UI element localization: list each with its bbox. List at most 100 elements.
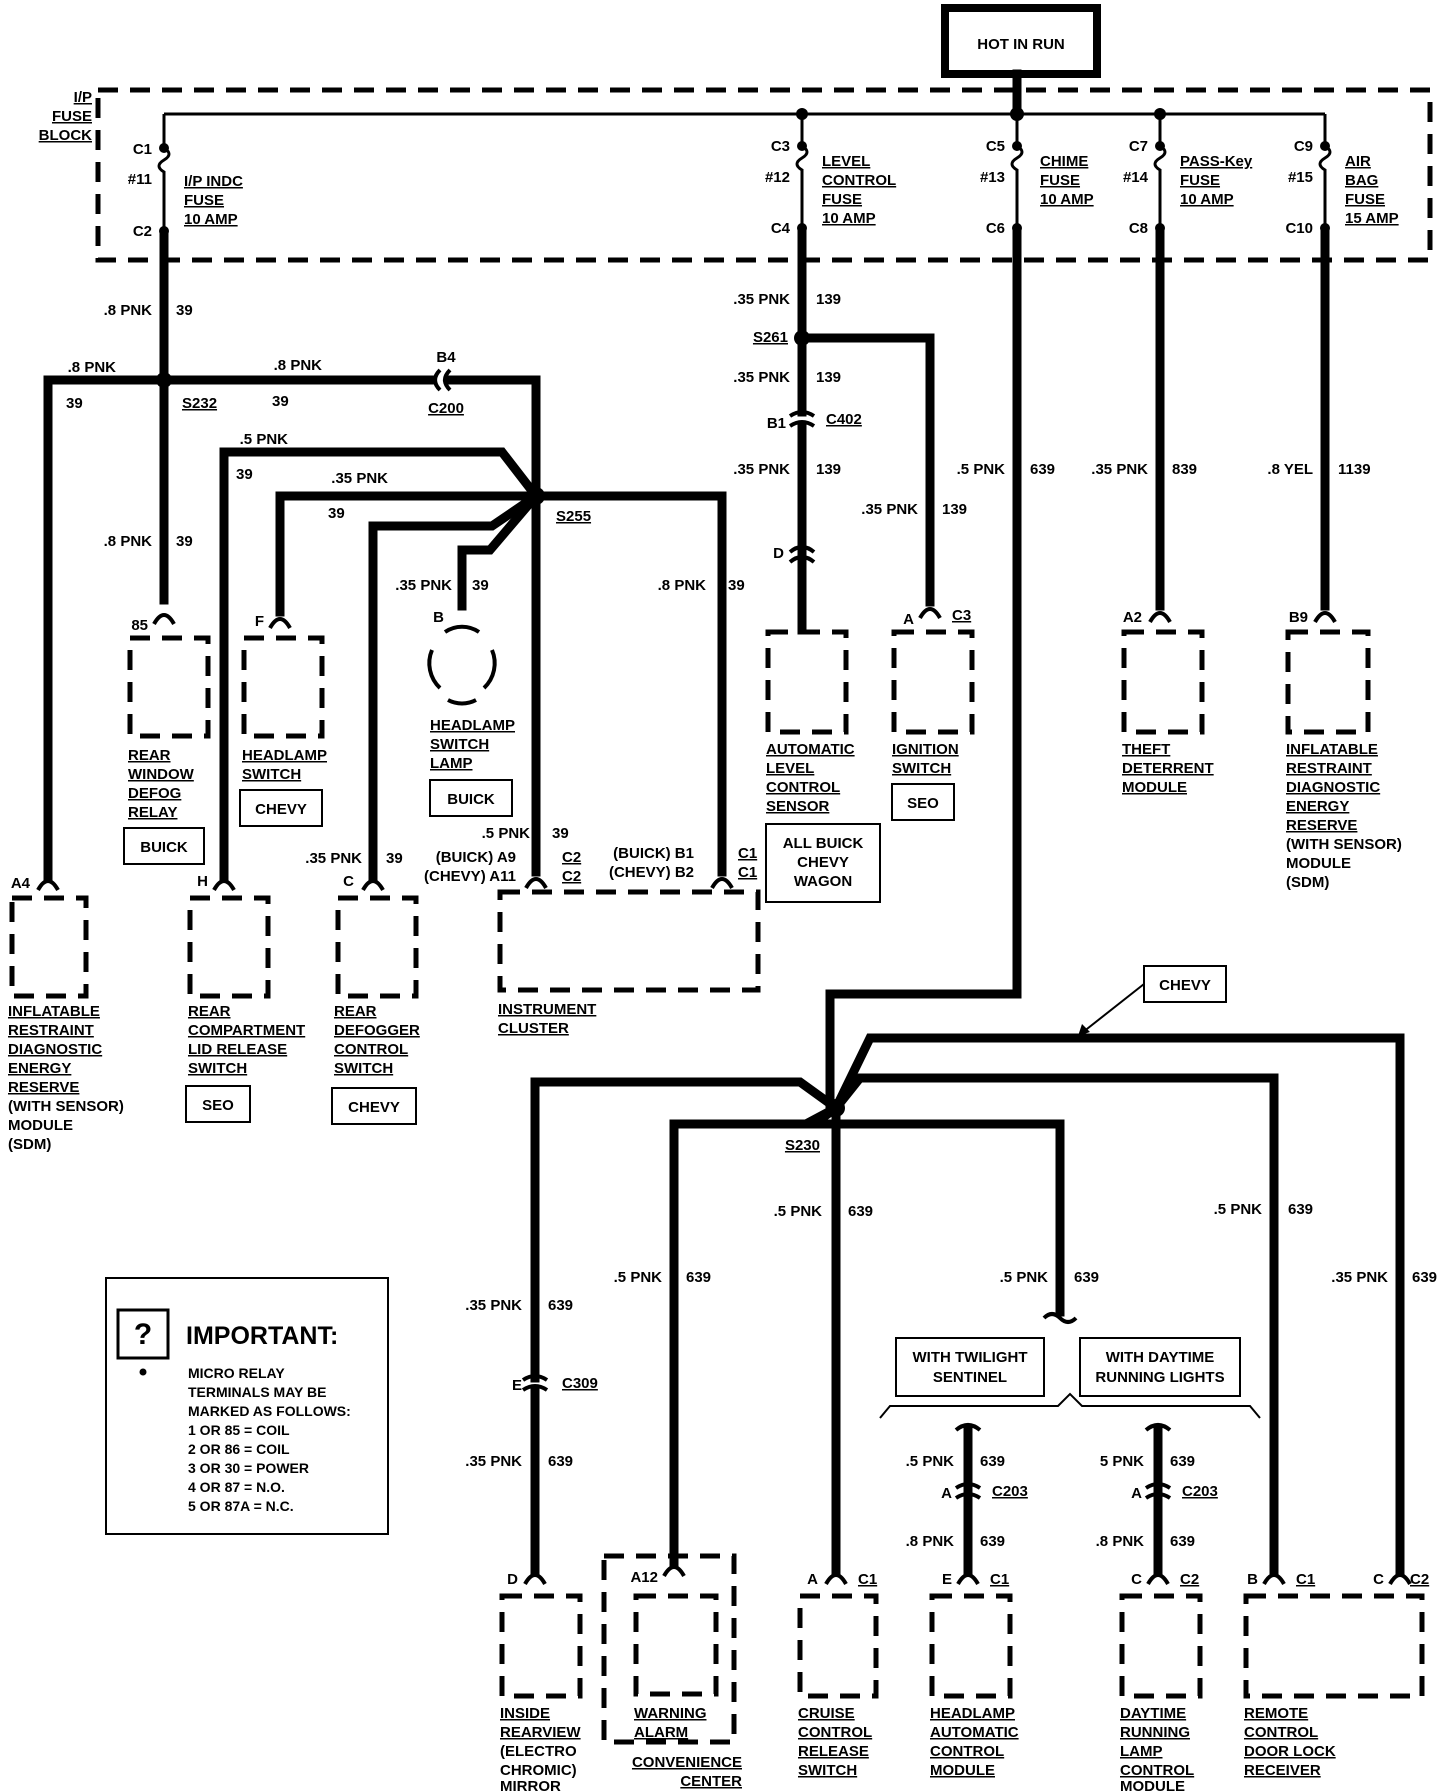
fuse-block-outline [95, 87, 1433, 263]
chevy-callout: CHEVY [1077, 965, 1227, 1037]
svg-text:INFLATABLE: INFLATABLE [8, 1003, 100, 1020]
svg-text:CLUSTER: CLUSTER [498, 1020, 569, 1037]
connector-d: D [773, 545, 816, 564]
splice-s230 [827, 1099, 845, 1117]
svg-text:39: 39 [328, 505, 345, 522]
svg-text:?: ? [134, 1318, 152, 1351]
svg-text:INFLATABLE: INFLATABLE [1286, 741, 1378, 758]
svg-text:1139: 1139 [1338, 461, 1371, 478]
svg-text:BAG: BAG [1345, 172, 1378, 189]
svg-text:CRUISE: CRUISE [798, 1705, 855, 1722]
svg-text:CONTROL: CONTROL [766, 779, 840, 796]
important-note: ? IMPORTANT: MICRO RELAY TERMINALS MAY B… [105, 1277, 389, 1535]
svg-text:#12: #12 [765, 169, 790, 186]
svg-text:639: 639 [1170, 1533, 1195, 1550]
svg-text:A: A [807, 1571, 818, 1588]
svg-text:ALARM: ALARM [634, 1724, 688, 1741]
svg-text:10 AMP: 10 AMP [822, 210, 876, 227]
svg-text:3 OR 30 = POWER: 3 OR 30 = POWER [188, 1460, 309, 1476]
svg-text:RUNNING LIGHTS: RUNNING LIGHTS [1095, 1369, 1224, 1386]
svg-text:#13: #13 [980, 169, 1005, 186]
svg-text:IGNITION: IGNITION [892, 741, 959, 758]
svg-text:.5 PNK: .5 PNK [614, 1269, 663, 1286]
svg-text:HEADLAMP: HEADLAMP [930, 1705, 1015, 1722]
svg-text:(WITH SENSOR): (WITH SENSOR) [8, 1098, 124, 1115]
svg-text:HOT IN RUN: HOT IN RUN [977, 36, 1065, 53]
svg-text:PASS-Key: PASS-Key [1180, 153, 1253, 170]
svg-text:C1: C1 [990, 1571, 1009, 1588]
svg-text:839: 839 [1172, 461, 1197, 478]
svg-text:HEADLAMP: HEADLAMP [430, 717, 515, 734]
svg-text:AUTOMATIC: AUTOMATIC [930, 1724, 1019, 1741]
svg-text:.8 PNK: .8 PNK [68, 359, 117, 376]
svg-text:CHIME: CHIME [1040, 153, 1088, 170]
svg-text:.8 PNK: .8 PNK [1096, 1533, 1145, 1550]
svg-text:BLOCK: BLOCK [39, 127, 92, 144]
svg-text:C3: C3 [952, 607, 971, 624]
fuse-15: C9 C10 #15 AIR BAG FUSE 15 AMP [1285, 114, 1399, 237]
svg-text:.5 PNK: .5 PNK [774, 1203, 823, 1220]
svg-text:MODULE: MODULE [1286, 855, 1351, 872]
headlamp-switch: F HEADLAMP SWITCH CHEVY [239, 613, 327, 827]
svg-text:A: A [1131, 1485, 1142, 1502]
svg-text:LID RELEASE: LID RELEASE [188, 1041, 287, 1058]
wire-labels-639: .5 PNK 639 .5 PNK 639 .35 PNK 639 .35 PN… [465, 1201, 1437, 1550]
svg-text:639: 639 [1170, 1453, 1195, 1470]
svg-text:B4: B4 [436, 349, 456, 366]
svg-text:SWITCH: SWITCH [242, 766, 301, 783]
ignition-switch: A C3 IGNITION SWITCH SEO [891, 607, 975, 821]
svg-text:C: C [343, 873, 354, 890]
svg-text:5 OR 87A = N.C.: 5 OR 87A = N.C. [188, 1498, 294, 1514]
svg-text:.35 PNK: .35 PNK [733, 369, 790, 386]
svg-text:SEO: SEO [907, 795, 939, 812]
svg-text:#14: #14 [1123, 169, 1149, 186]
svg-text:A: A [903, 611, 914, 628]
option-twilight-wire: A C203 [941, 1423, 1028, 1502]
svg-text:LAMP: LAMP [1120, 1743, 1163, 1760]
svg-text:DETERRENT: DETERRENT [1122, 760, 1214, 777]
svg-text:MODULE: MODULE [930, 1762, 995, 1779]
splice-s232 [156, 372, 172, 388]
svg-text:CONTROL: CONTROL [798, 1724, 872, 1741]
svg-text:RUNNING: RUNNING [1120, 1724, 1190, 1741]
svg-text:.8 PNK: .8 PNK [906, 1533, 955, 1550]
svg-text:2 OR 86 = COIL: 2 OR 86 = COIL [188, 1441, 290, 1457]
instrument-cluster: (BUICK) A9 (CHEVY) A11 C2 C2 (BUICK) B1 … [424, 845, 761, 1037]
svg-text:.35 PNK: .35 PNK [331, 470, 388, 487]
svg-text:C4: C4 [771, 220, 791, 237]
circuit-39-wires [43, 231, 727, 883]
svg-text:CONTROL: CONTROL [334, 1041, 408, 1058]
svg-text:CHROMIC): CHROMIC) [500, 1762, 577, 1779]
svg-text:BUICK: BUICK [447, 791, 495, 808]
svg-text:639: 639 [686, 1269, 711, 1286]
headlamp-automatic-control-module: E C1 HEADLAMP AUTOMATIC CONTROL MODULE [929, 1571, 1019, 1779]
connector-c200: B4 C200 [428, 349, 464, 417]
svg-text:39: 39 [552, 825, 569, 842]
svg-text:DIAGNOSTIC: DIAGNOSTIC [1286, 779, 1380, 796]
svg-text:WAGON: WAGON [794, 873, 852, 890]
svg-text:(SDM): (SDM) [8, 1136, 51, 1153]
inflatable-restraint-sdm-right: B9 INFLATABLE RESTRAINT DIAGNOSTIC ENERG… [1285, 609, 1402, 891]
svg-text:.35 PNK: .35 PNK [733, 461, 790, 478]
svg-text:REMOTE: REMOTE [1244, 1705, 1308, 1722]
option-bracket [879, 1392, 1261, 1419]
svg-text:C: C [1373, 1571, 1384, 1588]
fuse-11: C1 C2 #11 I/P INDC FUSE 10 AMP [128, 114, 243, 240]
svg-text:.8 YEL: .8 YEL [1267, 461, 1313, 478]
svg-text:REAR: REAR [188, 1003, 231, 1020]
svg-text:39: 39 [66, 395, 83, 412]
svg-text:C203: C203 [1182, 1483, 1218, 1500]
svg-text:MODULE: MODULE [8, 1117, 73, 1134]
svg-text:LEVEL: LEVEL [766, 760, 814, 777]
svg-text:SENTINEL: SENTINEL [933, 1369, 1007, 1386]
svg-text:39: 39 [386, 850, 403, 867]
svg-text:C9: C9 [1294, 138, 1313, 155]
headlamp-switch-lamp: B HEADLAMP SWITCH LAMP BUICK [427, 609, 515, 817]
svg-text:C2: C2 [562, 849, 581, 866]
svg-text:139: 139 [816, 461, 841, 478]
svg-text:(CHEVY) B2: (CHEVY) B2 [609, 864, 694, 881]
svg-text:#11: #11 [128, 171, 152, 188]
svg-text:C1: C1 [1296, 1571, 1315, 1588]
svg-text:C8: C8 [1129, 220, 1148, 237]
svg-text:.5 PNK: .5 PNK [1000, 1269, 1049, 1286]
